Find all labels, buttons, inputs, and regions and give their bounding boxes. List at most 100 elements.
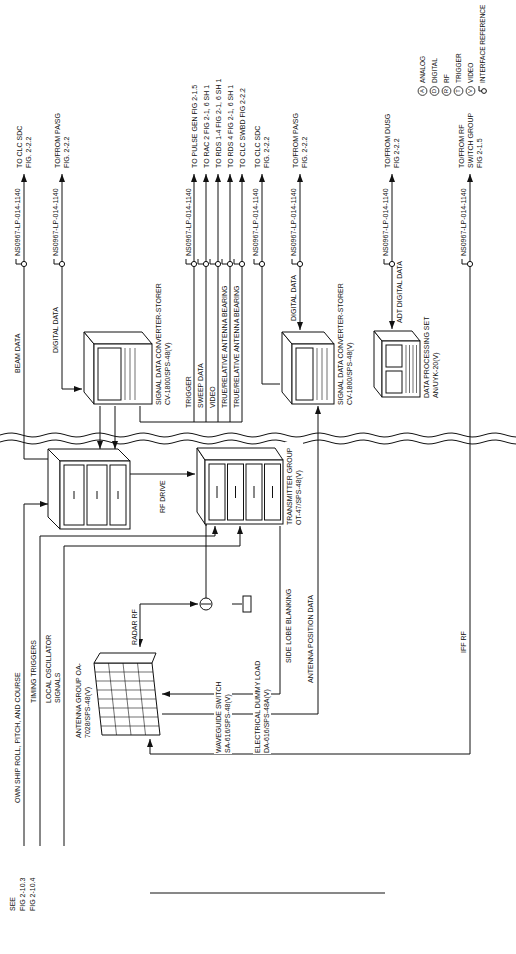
reference-tick — [16, 264, 21, 265]
interface-reference-symbol — [239, 261, 244, 266]
signal-line — [218, 174, 219, 422]
legend-symbol — [418, 87, 427, 96]
signal-line — [24, 174, 48, 459]
interface-reference-symbol — [59, 261, 64, 266]
signal-line — [115, 406, 116, 449]
signal-name: SIDE LOBE BLANKING — [284, 588, 293, 664]
reference-tick — [222, 264, 227, 265]
drawing-stroke — [416, 345, 417, 393]
interface-reference-symbol — [21, 261, 26, 266]
converter-illustration — [82, 330, 154, 406]
drawing-stroke — [254, 486, 255, 498]
legend-text: VIDEO — [466, 62, 475, 84]
signal-line — [206, 174, 207, 422]
interface-reference: NS0967-LP-014-1140 — [459, 187, 468, 257]
interface-reference-symbol — [227, 261, 232, 266]
reference-tick — [210, 259, 211, 264]
reference-tick — [462, 259, 463, 264]
signal-name: DIGITAL DATA — [289, 274, 298, 322]
reference-tick — [222, 259, 223, 264]
reference-tick — [16, 259, 17, 264]
drawing-stroke — [406, 345, 407, 393]
destination-ref: TO/FROM DUSG FIG 2-2.2 — [383, 105, 401, 169]
drawing-face — [374, 331, 382, 397]
signal-name: TIMING TRIGGERS — [29, 639, 38, 704]
destination-ref: TO RAC 2 FIG 2-1, 6 SH 1 — [202, 84, 211, 169]
reference-tick — [384, 264, 389, 265]
legend-letter: V — [466, 87, 475, 96]
interface-reference-symbol — [297, 261, 302, 266]
destination-ref: TO/FROM PA/SG FIG. 2-2.2 — [291, 103, 309, 169]
legend-text: TRIGGER — [454, 52, 463, 84]
signal-name: IFF RF — [459, 630, 468, 654]
drawing-stroke — [130, 348, 131, 400]
drawing-panel — [292, 344, 334, 404]
drawing-face — [282, 332, 334, 344]
reference-tick — [292, 259, 293, 264]
interface-reference: NS0967-LP-014-1140 — [251, 187, 260, 257]
reference-tick — [462, 264, 467, 265]
reference-tick — [254, 259, 255, 264]
legend-text: INTERFACE REFERENCE — [478, 4, 487, 84]
drawing-panel — [386, 371, 402, 393]
drawing-panel — [60, 461, 130, 529]
signal-line — [100, 406, 101, 449]
drawing-face — [84, 332, 152, 344]
drawing-stroke — [409, 345, 410, 393]
destination-ref: TO/FROM RF SWITCH GROUP FIG 2-1.5 — [457, 105, 484, 169]
node-label: TRANSMITTER GROUP OT-47/SPS-48(V) — [285, 442, 303, 526]
interface-reference: NS0967-LP-014-1140 — [184, 187, 193, 257]
data-processor-illustration — [372, 329, 422, 399]
signal-line — [242, 174, 243, 422]
reference-tick — [384, 259, 385, 264]
legend-symbol — [442, 87, 451, 96]
drawing-stroke — [413, 345, 414, 393]
drawing-panel — [205, 460, 283, 524]
destination-ref: TO/FROM PA/SG FIG. 2-2.2 — [53, 103, 71, 169]
legend-letter: D — [430, 87, 439, 96]
legend-text: DIGITAL — [430, 57, 439, 84]
signal-line — [194, 174, 195, 422]
signal-line — [40, 526, 215, 846]
break-line — [0, 440, 516, 444]
legend-symbol — [466, 87, 475, 96]
reference-tick — [234, 264, 239, 265]
signal-name: TRIGGER — [184, 375, 193, 409]
drawing-face — [374, 331, 420, 341]
drawing-panel — [209, 464, 225, 520]
drawing-stroke — [217, 486, 218, 498]
connector — [162, 406, 318, 714]
reference-tick — [210, 264, 215, 265]
signal-name: OWN SHIP ROLL, PITCH, AND COURSE — [13, 671, 22, 804]
signal-line — [130, 474, 195, 475]
signal-data-converter: SIGNAL DATA CONVERTER-STORER CV-1800/SPS… — [82, 272, 172, 406]
drawing-stroke — [327, 348, 328, 400]
break-line — [0, 433, 516, 437]
node-label: SIGNAL DATA CONVERTER-STORER CV-1800/SPS… — [154, 272, 172, 406]
converter-illustration — [280, 330, 336, 406]
signal-name: ANTENNA POSITION DATA — [306, 594, 315, 684]
legend-symbol — [482, 89, 487, 94]
reference-tick — [292, 264, 297, 265]
signal-line — [150, 174, 470, 754]
signal-name: TRUE/RELATIVE ANTENNA BEARING — [232, 285, 241, 409]
node-label: WAVEGUIDE SWITCH SA-616/SPS-48(V) — [214, 674, 232, 754]
signal-name: RF DRIVE — [158, 479, 167, 514]
signal-name: RADAR RF — [130, 608, 139, 646]
drawing-panel — [228, 464, 244, 520]
signal-name: BEAM DATA — [13, 333, 22, 374]
signal-name: DIGITAL DATA — [51, 306, 60, 354]
drawing-face — [197, 448, 283, 460]
reference-note: FIG 2-10.3 — [18, 877, 27, 912]
signal-line — [392, 174, 393, 329]
drawing-face — [48, 449, 130, 461]
antenna-illustration — [92, 649, 162, 739]
reference-tick — [198, 259, 199, 264]
interface-reference-symbol — [203, 261, 208, 266]
connector — [232, 604, 242, 605]
connector — [140, 604, 198, 647]
signal-line — [64, 526, 240, 846]
signal-line — [262, 174, 280, 384]
interface-reference: NS0967-LP-014-1140 — [289, 187, 298, 257]
drawing-panel — [265, 464, 281, 520]
